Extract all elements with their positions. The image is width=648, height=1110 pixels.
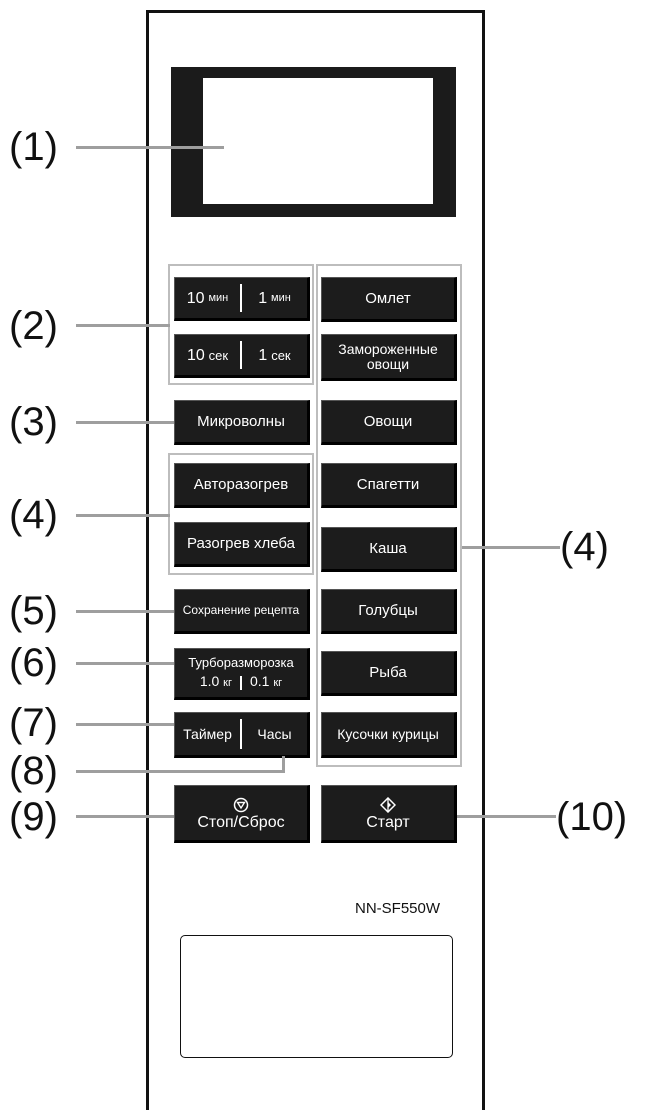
frozen-vegetables-button[interactable]: Замороженные овощи — [321, 334, 457, 381]
leader-4-left — [76, 514, 170, 517]
leader-8-vertical — [282, 756, 285, 773]
leader-1 — [76, 146, 224, 149]
defrost-1kg-unit: кг — [223, 677, 232, 689]
fish-label: Рыба — [369, 664, 407, 681]
timer-clock-separator — [240, 719, 242, 749]
ten-min-value: 10 — [186, 289, 205, 307]
cabbage-rolls-label: Голубцы — [358, 602, 418, 619]
defrost-separator — [240, 675, 242, 690]
leader-6 — [76, 662, 174, 665]
save-recipe-label: Сохранение рецепта — [182, 603, 300, 617]
start-label: Старт — [366, 813, 410, 831]
callout-4-left: (4) — [9, 493, 58, 537]
one-min-value: 1 — [258, 289, 268, 307]
spaghetti-button[interactable]: Спагетти — [321, 463, 457, 508]
callout-8: (8) — [9, 749, 58, 793]
cabbage-rolls-button[interactable]: Голубцы — [321, 589, 457, 634]
control-panel — [146, 10, 485, 1110]
model-number: NN-SF550W — [355, 900, 441, 917]
bread-reheat-button[interactable]: Разогрев хлеба — [174, 522, 310, 567]
timer-label: Таймер — [183, 725, 232, 742]
one-min-button[interactable]: 1 мин — [242, 278, 307, 318]
microwave-label: Микроволны — [197, 413, 285, 430]
leader-3 — [76, 421, 174, 424]
stop-reset-label: Стоп/Сброс — [197, 813, 285, 831]
spaghetti-label: Спагетти — [356, 476, 420, 493]
callout-2: (2) — [9, 304, 58, 348]
turbo-defrost-button[interactable]: Турборазморозка 1.0 кг 0.1 кг — [174, 648, 310, 700]
leader-10 — [457, 815, 556, 818]
chicken-pieces-button[interactable]: Кусочки курицы — [321, 712, 457, 758]
ten-sec-unit: сек — [208, 347, 229, 363]
clock-button[interactable]: Часы — [242, 713, 307, 755]
bottom-label-box — [180, 935, 453, 1058]
porridge-button[interactable]: Каша — [321, 527, 457, 572]
callout-3: (3) — [9, 400, 58, 444]
display-screen — [203, 78, 433, 204]
ten-sec-button[interactable]: 10 сек — [175, 335, 240, 375]
callout-10: (10) — [556, 795, 628, 839]
callout-4-right: (4) — [560, 525, 609, 569]
save-recipe-button[interactable]: Сохранение рецепта — [174, 589, 310, 634]
callout-7: (7) — [9, 701, 58, 745]
clock-label: Часы — [257, 725, 292, 742]
stop-reset-button[interactable]: Стоп/Сброс — [174, 785, 310, 843]
time-separator — [240, 284, 242, 312]
one-sec-button[interactable]: 1 сек — [242, 335, 307, 375]
microwave-button[interactable]: Микроволны — [174, 400, 310, 445]
callout-5: (5) — [9, 589, 58, 633]
leader-7 — [76, 723, 174, 726]
frozen-vegetables-label-1: Замороженные — [338, 340, 438, 357]
stop-reset-content: Стоп/Сброс — [197, 797, 285, 831]
one-sec-value: 1 — [258, 346, 268, 364]
start-icon — [379, 796, 396, 813]
callout-6: (6) — [9, 641, 58, 685]
defrost-weights: 1.0 кг 0.1 кг — [200, 674, 282, 691]
frozen-vegetables-label-2: овощи — [366, 355, 410, 372]
vegetables-label: Овощи — [363, 413, 413, 430]
defrost-1kg: 1.0 кг — [200, 674, 232, 691]
leader-4-right — [462, 546, 560, 549]
one-sec-unit: сек — [271, 347, 291, 363]
omelet-label: Омлет — [365, 290, 411, 307]
defrost-01kg-value: 0.1 — [250, 673, 270, 689]
turbo-defrost-label: Турборазморозка — [188, 655, 294, 670]
time-separator — [240, 341, 242, 369]
stop-reset-icon — [233, 797, 249, 812]
timer-button[interactable]: Таймер — [175, 713, 240, 755]
leader-2 — [76, 324, 170, 327]
timer-clock-row: Таймер Часы — [174, 712, 310, 758]
callout-1: (1) — [9, 125, 58, 169]
start-button[interactable]: Старт — [321, 785, 457, 843]
defrost-1kg-value: 1.0 — [199, 673, 220, 689]
time-10sec-1sec-row: 10 сек 1 сек — [174, 334, 310, 378]
vegetables-button[interactable]: Овощи — [321, 400, 457, 445]
auto-reheat-button[interactable]: Авторазогрев — [174, 463, 310, 508]
time-10min-1min-row: 10 мин 1 мин — [174, 277, 310, 321]
one-min-unit: мин — [271, 291, 291, 304]
omelet-button[interactable]: Омлет — [321, 277, 457, 322]
auto-reheat-label: Авторазогрев — [193, 476, 289, 493]
callout-9: (9) — [9, 795, 58, 839]
leader-9 — [76, 815, 174, 818]
leader-5 — [76, 610, 174, 613]
ten-min-button[interactable]: 10 мин — [175, 278, 240, 318]
menu-group-box — [316, 264, 462, 767]
defrost-01kg-unit: кг — [273, 677, 283, 689]
fish-button[interactable]: Рыба — [321, 651, 457, 696]
leader-8 — [76, 770, 285, 773]
ten-min-unit: мин — [208, 291, 229, 304]
bread-reheat-label: Разогрев хлеба — [186, 535, 296, 552]
chicken-pieces-label: Кусочки курицы — [337, 725, 439, 742]
start-content: Старт — [366, 796, 410, 831]
ten-sec-value: 10 — [186, 346, 205, 364]
porridge-label: Каша — [369, 540, 407, 557]
defrost-01kg: 0.1 кг — [250, 674, 282, 691]
